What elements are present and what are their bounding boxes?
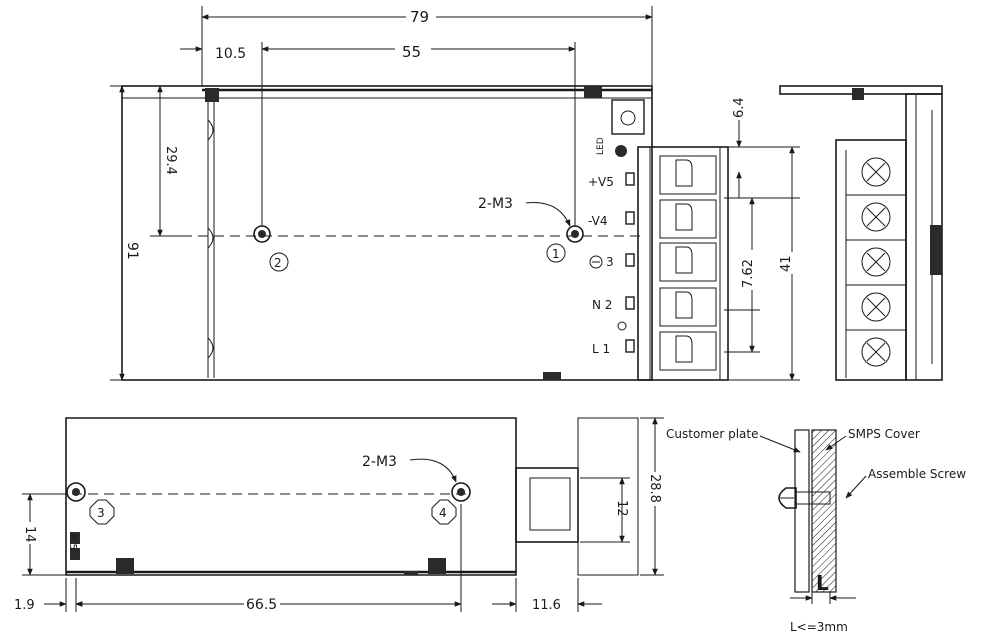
bottom-mount-label: 2-M3 <box>362 454 397 470</box>
dim-41: 41 <box>779 255 794 272</box>
terminal-label-l1: L 1 <box>592 342 610 356</box>
dim-12: 12 <box>614 500 629 517</box>
dim-91: 91 <box>124 242 140 260</box>
dim-14: 14 <box>22 526 37 543</box>
mount-hole-3 <box>66 482 86 502</box>
terminal-labels: +V5 -V4 3 N 2 L 1 <box>588 175 614 356</box>
hole-4-label: 4 <box>439 506 447 520</box>
dim-1-9: 1.9 <box>14 598 35 613</box>
dim-79: 79 <box>410 8 429 26</box>
side-screws <box>861 157 891 367</box>
dim-29-4: 29.4 <box>163 146 178 175</box>
dim-6-4: 6.4 <box>732 97 747 118</box>
label-smps-cover: SMPS Cover <box>848 427 920 441</box>
terminal-label-n2: N 2 <box>592 298 612 312</box>
smps-cover <box>811 429 837 593</box>
led-label: LED <box>596 137 606 155</box>
dim-28-8: 28.8 <box>647 474 662 503</box>
customer-plate <box>794 429 810 593</box>
hole-3-label: 3 <box>97 506 105 520</box>
label-assemble-screw: Assemble Screw <box>868 467 966 481</box>
bottom-view: 3 4 2-M3 14 8.5 28.8 12 1.9 66.5 <box>14 417 664 613</box>
terminal-label-v5: +V5 <box>588 175 614 189</box>
mount-hole-4 <box>451 482 471 502</box>
top-mount-label: 2-M3 <box>478 196 513 212</box>
dim-11-6: 11.6 <box>532 598 561 613</box>
hole-2-label: 2 <box>274 256 282 270</box>
dim-8-5: 8.5 <box>67 534 78 550</box>
mounting-detail: Customer plate SMPS Cover Assemble Screw… <box>666 427 966 634</box>
dim-55: 55 <box>402 43 421 61</box>
dim-66-5: 66.5 <box>246 597 277 613</box>
label-l-note: L<=3mm <box>790 620 848 634</box>
top-view: LED 2 1 2-M3 +V5 -V4 3 N 2 L 1 <box>110 6 802 381</box>
dim-10-5: 10.5 <box>215 46 246 62</box>
side-view <box>779 85 943 381</box>
terminal-label-v4: -V4 <box>588 214 607 228</box>
label-customer-plate: Customer plate <box>666 427 759 441</box>
dim-7-62: 7.62 <box>741 259 756 288</box>
hole-1-label: 1 <box>552 247 560 261</box>
terminal-label-3: 3 <box>606 255 614 269</box>
label-l: L <box>816 571 829 595</box>
terminal-block <box>637 146 729 381</box>
